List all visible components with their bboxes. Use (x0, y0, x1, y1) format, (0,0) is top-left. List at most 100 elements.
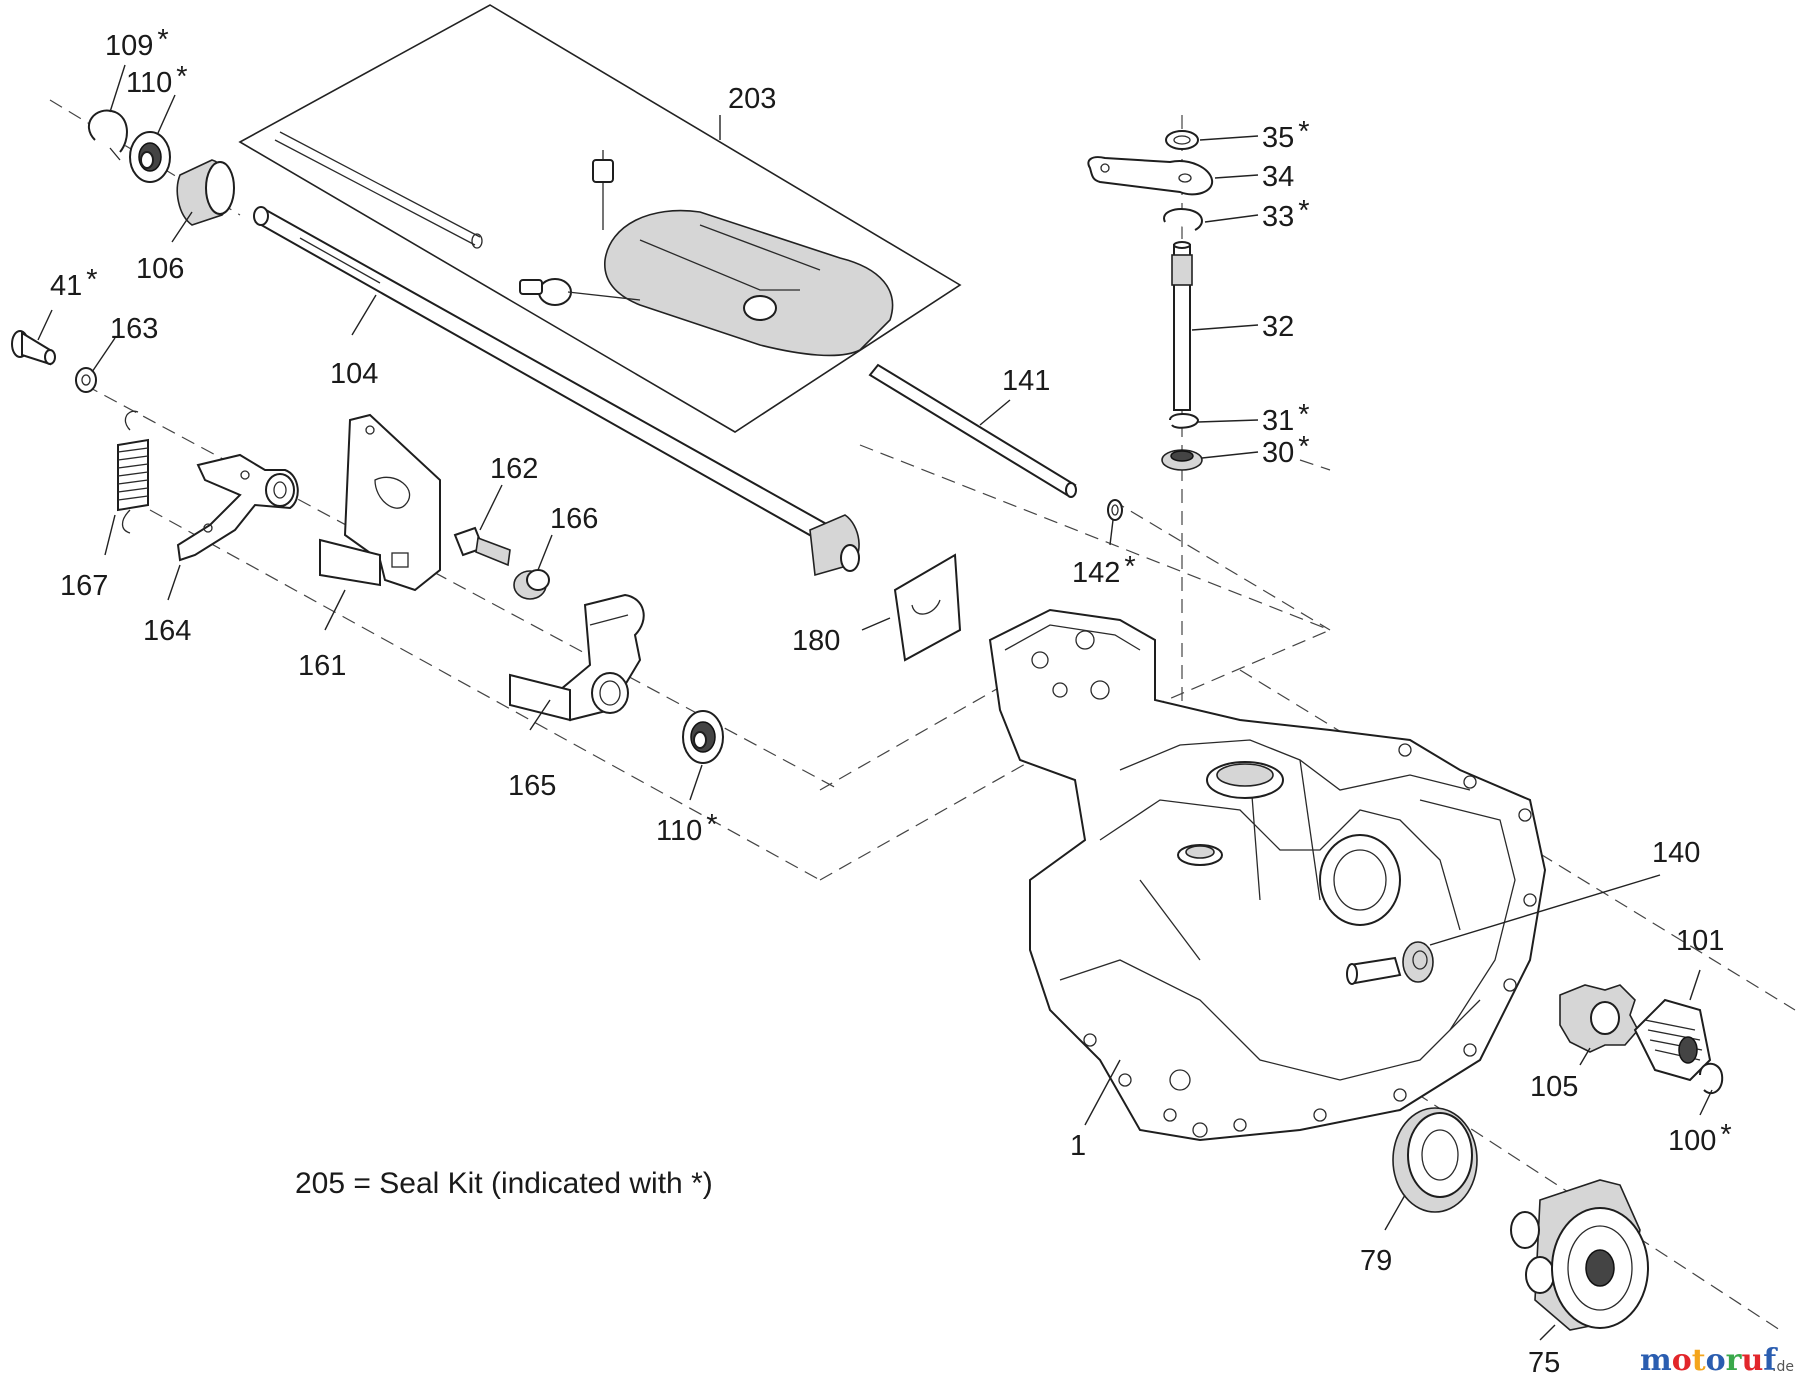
callout-number: 142 (1072, 557, 1120, 589)
callout-109-seal: 109* (105, 24, 169, 62)
callout-number: 162 (490, 453, 538, 485)
callout-34: 34 (1262, 161, 1294, 193)
callout-110-seal: 110* (656, 809, 718, 847)
callout-79: 79 (1360, 1245, 1392, 1277)
seal-kit-star: * (1720, 1119, 1731, 1151)
callout-203: 203 (728, 83, 776, 115)
part-31-clip (1169, 413, 1200, 429)
part-30-seal (1161, 449, 1203, 471)
callout-75: 75 (1528, 1347, 1560, 1379)
callout-number: 105 (1530, 1071, 1578, 1103)
logo-letter: f (1763, 1343, 1778, 1378)
part-100-ring (1699, 1062, 1724, 1095)
callout-105: 105 (1530, 1071, 1578, 1103)
callout-number: 110 (656, 815, 702, 847)
part-180-bracket (893, 553, 962, 662)
callout-180: 180 (792, 625, 840, 657)
part-162-bolt (453, 526, 511, 567)
seal-kit-star: * (157, 24, 168, 56)
callout-35-seal: 35* (1262, 116, 1310, 154)
seal-kit-star: * (1298, 399, 1309, 431)
logo-letter: u (1741, 1343, 1763, 1378)
part-33-ring (1163, 208, 1203, 231)
callout-number: 34 (1262, 161, 1294, 193)
seal-kit-star: * (176, 61, 187, 93)
callout-labels: 109*110*10641*16310420316716416116216616… (50, 24, 1732, 1379)
part-166-spacer (513, 569, 550, 600)
seal-kit-star: * (1298, 116, 1309, 148)
part-32-shaft (1171, 241, 1193, 411)
callout-number: 166 (550, 503, 598, 535)
callout-101: 101 (1676, 925, 1724, 957)
part-79-seal (1392, 1107, 1478, 1213)
callout-number: 75 (1528, 1347, 1560, 1379)
seal-kit-star: * (1298, 431, 1309, 463)
callout-number: 104 (330, 358, 378, 390)
seal-kit-note: 205 = Seal Kit (indicated with *) (295, 1167, 713, 1200)
callout-41-seal: 41* (50, 264, 98, 302)
callout-166: 166 (550, 503, 598, 535)
callout-100-seal: 100* (1668, 1119, 1732, 1157)
part-110-bearing-top (129, 131, 171, 183)
callout-number: 100 (1668, 1125, 1716, 1157)
callout-163: 163 (110, 313, 158, 345)
callout-1: 1 (1070, 1130, 1086, 1162)
callout-33-seal: 33* (1262, 195, 1310, 233)
callout-104: 104 (330, 358, 378, 390)
logo-letter: m (1640, 1343, 1672, 1378)
logo-wordmark: motoruf (1640, 1343, 1778, 1378)
logo-letter: o (1706, 1343, 1726, 1378)
callout-number: 110 (126, 67, 172, 99)
part-140-fitting (1346, 941, 1434, 985)
callout-number: 180 (792, 625, 840, 657)
callout-number: 165 (508, 770, 556, 802)
logo-suffix: .de (1772, 1359, 1794, 1375)
part-109-retaining-ring (88, 109, 128, 161)
seal-kit-star: * (86, 264, 97, 296)
callout-142-seal: 142* (1072, 551, 1136, 589)
callout-number: 203 (728, 83, 776, 115)
callout-number: 32 (1262, 311, 1294, 343)
logo-letter: o (1672, 1343, 1692, 1378)
callout-161: 161 (298, 650, 346, 682)
callout-number: 109 (105, 30, 153, 62)
callout-140: 140 (1652, 837, 1700, 869)
part-105-coupler (1559, 984, 1639, 1053)
callout-number: 106 (136, 253, 184, 285)
callout-number: 79 (1360, 1245, 1392, 1277)
part-163-washer (75, 367, 97, 393)
callout-167: 167 (60, 570, 108, 602)
callout-number: 167 (60, 570, 108, 602)
part-161-bracket (319, 413, 441, 592)
part-142-washer (1107, 499, 1123, 521)
logo-letter: t (1692, 1343, 1706, 1378)
seal-kit-star: * (1298, 195, 1309, 227)
callout-31-seal: 31* (1262, 399, 1310, 437)
part-34-arm (1087, 156, 1214, 196)
callout-number: 35 (1262, 122, 1294, 154)
callout-141: 141 (1002, 365, 1050, 397)
part-1-housing (988, 608, 1547, 1142)
callout-number: 101 (1676, 925, 1724, 957)
seal-kit-star: * (706, 809, 717, 841)
leader-lines (37, 64, 1713, 1341)
assembly-axes (49, 99, 1796, 1331)
part-101-gear (1633, 998, 1712, 1082)
part-167-spring (117, 410, 149, 534)
part-164-lever (176, 453, 299, 562)
seal-kit-star: * (1124, 551, 1135, 583)
part-41-pin (11, 330, 56, 366)
callout-110-seal: 110* (126, 61, 188, 99)
callout-162: 162 (490, 453, 538, 485)
callout-number: 41 (50, 270, 82, 302)
callout-number: 1 (1070, 1130, 1086, 1162)
callout-number: 31 (1262, 405, 1294, 437)
part-141-rod (868, 363, 1077, 498)
callout-number: 30 (1262, 437, 1294, 469)
part-75-cylinder (1510, 1179, 1649, 1331)
callout-number: 141 (1002, 365, 1050, 397)
part-35-washer (1165, 130, 1199, 150)
callout-164: 164 (143, 615, 191, 647)
motoruf-logo: motoruf .de (1640, 1343, 1794, 1378)
